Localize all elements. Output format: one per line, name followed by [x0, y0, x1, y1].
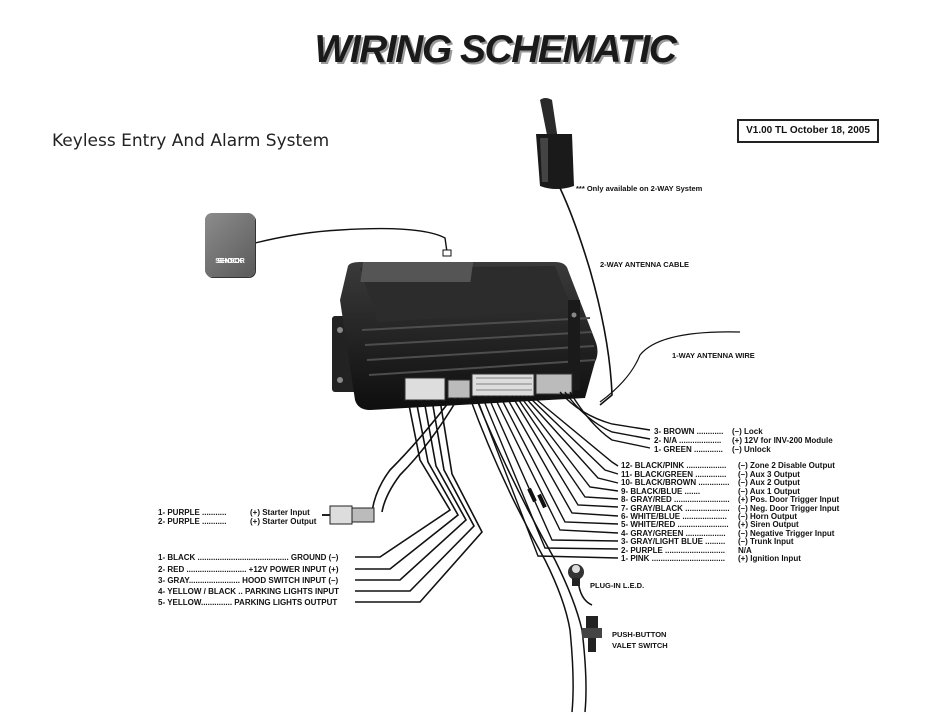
power-wire-label: 4- YELLOW / BLACK .. PARKING LIGHTS INPU…	[158, 587, 340, 596]
lock-wire-name: 2- N/A ...................	[654, 436, 722, 445]
power-wire-label: 2- RED ........................... +12V …	[158, 565, 339, 574]
lock-wire-function: (+) 12V for INV-200 Module	[732, 436, 833, 445]
version-box: V1.00 TL October 18, 2005	[737, 119, 879, 143]
lock-connector	[535, 373, 573, 395]
main-wire-function: (–) Aux 3 Output	[738, 470, 800, 479]
one-way-antenna-wire	[599, 331, 741, 403]
main-wire-name: 2- PURPLE ...........................	[621, 546, 726, 555]
power-wire-label: 1- BLACK ...............................…	[158, 553, 339, 562]
antenna-cable-label: 2-WAY ANTENNA CABLE	[600, 260, 690, 269]
starter-wire-function: (+) Starter Input	[250, 508, 310, 517]
main-wire-name: 12- BLACK/PINK ..................	[621, 461, 727, 470]
main-wire-name: 8- GRAY/RED .........................	[621, 495, 730, 504]
main-wire-harness	[475, 395, 619, 559]
lock-wire-name: 1- GREEN .............	[654, 445, 723, 454]
valet-switch-icon	[582, 616, 602, 652]
shock-sensor-line1: SHOCK	[217, 258, 243, 265]
starter-wire-function: (+) Starter Output	[250, 517, 317, 526]
main-wire-function: (+) Pos. Door Trigger Input	[738, 495, 840, 504]
main-wire-function: (–) Horn Output	[738, 512, 798, 521]
power-wire-label: 3- GRAY....................... HOOD SWIT…	[158, 576, 339, 585]
page-subtitle: Keyless Entry And Alarm System	[52, 131, 330, 151]
led-label: PLUG-IN L.E.D.	[590, 581, 645, 590]
main-wire-name: 10- BLACK/BROWN ..............	[621, 478, 730, 487]
module-label-plate	[360, 262, 474, 282]
starter-relay-connector	[322, 505, 375, 525]
main-wire-function: (–) Aux 1 Output	[738, 487, 800, 496]
two-way-antenna-icon	[536, 98, 574, 189]
main-wire-name: 7- GRAY/BLACK ....................	[621, 504, 730, 513]
starter-connector	[447, 379, 471, 399]
lock-wire-name: 3- BROWN ............	[654, 427, 724, 436]
main-wire-name: 1- PINK ................................…	[621, 554, 726, 563]
main-wire-function: (–) Aux 2 Output	[738, 478, 800, 487]
lock-wire-function: (–) Lock	[732, 427, 763, 436]
main-wire-function: N/A	[738, 546, 752, 555]
shock-sensor-line2: SENSOR	[215, 258, 245, 265]
lock-wire-harness	[559, 391, 651, 449]
led-valet-harness	[469, 397, 593, 713]
page-title: WIRING SCHEMATIC	[314, 28, 677, 71]
main-wire-name: 4- GRAY/GREEN ..................	[621, 529, 726, 538]
antenna-wire-label: 1-WAY ANTENNA WIRE	[672, 351, 755, 360]
main-wire-ends	[527, 487, 547, 509]
main-wire-name: 6- WHITE/BLUE ....................	[621, 512, 727, 521]
main-wire-name: 9- BLACK/BLUE .......	[621, 487, 701, 496]
main-wire-name: 11- BLACK/GREEN ..............	[621, 470, 727, 479]
main-wire-function: (+) Ignition Input	[738, 554, 801, 563]
shock-sensor-cable	[254, 227, 448, 253]
lock-wire-function: (–) Unlock	[732, 445, 771, 454]
shock-sensor-connector	[442, 249, 452, 257]
starter-wire-harness	[371, 397, 459, 513]
valet-label-line2: VALET SWITCH	[612, 641, 668, 650]
main-wire-name: 3- GRAY/LIGHT BLUE .........	[621, 537, 726, 546]
starter-wire-name: 2- PURPLE ...........	[158, 517, 227, 526]
control-module	[332, 262, 598, 410]
main-wire-function: (–) Trunk Input	[738, 537, 794, 546]
valet-label-line1: PUSH-BUTTON	[612, 630, 667, 639]
power-wire-label: 5- YELLOW.............. PARKING LIGHTS O…	[158, 598, 338, 607]
power-connector	[404, 377, 446, 401]
main-wire-name: 5- WHITE/RED .......................	[621, 520, 729, 529]
main-wire-function: (–) Negative Trigger Input	[738, 529, 835, 538]
two-way-note: *** Only available on 2-WAY System	[576, 184, 703, 193]
main-wire-function: (–) Neg. Door Trigger Input	[738, 504, 840, 513]
main-wire-function: (–) Zone 2 Disable Output	[738, 461, 835, 470]
power-wire-harness	[355, 399, 483, 603]
main-wire-function: (+) Siren Output	[738, 520, 799, 529]
led-icon	[568, 564, 584, 586]
two-way-antenna-cable	[559, 187, 613, 406]
main-connector	[471, 373, 535, 397]
starter-wire-name: 1- PURPLE ...........	[158, 508, 227, 517]
